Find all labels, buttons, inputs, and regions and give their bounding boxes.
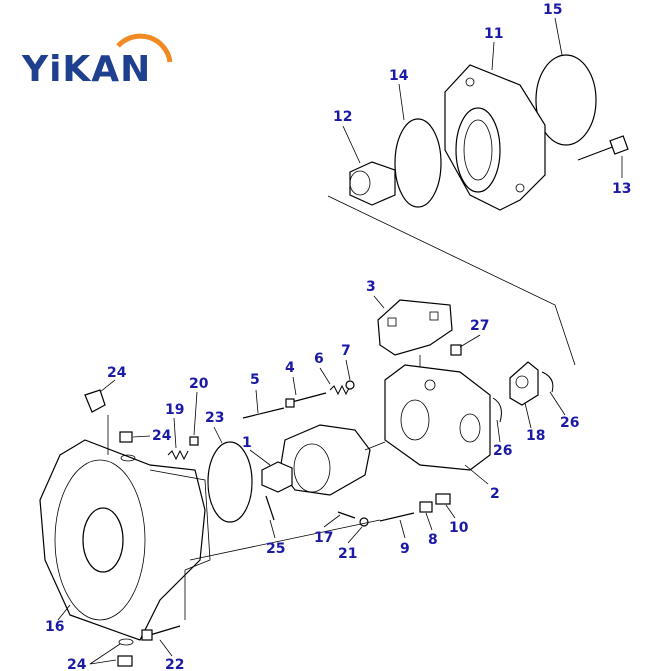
callout-24-mid: 24 — [152, 428, 172, 444]
part-24-plug-b — [119, 431, 133, 443]
callouts: 1 2 3 4 5 6 7 8 9 10 11 12 13 14 15 16 1… — [45, 2, 631, 671]
callout-5: 5 — [250, 372, 260, 388]
callout-16: 16 — [45, 619, 64, 635]
callout-3: 3 — [366, 279, 376, 295]
callout-4: 4 — [285, 360, 295, 376]
callout-6: 6 — [314, 351, 324, 367]
callout-22: 22 — [165, 657, 184, 671]
callout-2: 2 — [490, 486, 500, 502]
callout-7: 7 — [341, 343, 351, 359]
callout-9: 9 — [400, 541, 410, 557]
callout-17: 17 — [314, 530, 333, 546]
part-24-plug-c — [117, 655, 133, 667]
callout-18: 18 — [526, 428, 545, 444]
leader-lines — [57, 17, 623, 665]
callout-27: 27 — [470, 318, 489, 334]
part-2-casing — [384, 364, 491, 471]
callout-24-bottom: 24 — [67, 657, 87, 671]
callout-12: 12 — [333, 109, 352, 125]
logo-text: YiKAN — [21, 49, 151, 90]
part-1-shaft — [261, 461, 293, 493]
part-19-spring — [167, 449, 189, 461]
part-12-coupling — [349, 161, 396, 206]
callout-11: 11 — [484, 26, 503, 42]
callout-13: 13 — [612, 181, 631, 197]
callout-1: 1 — [242, 435, 252, 451]
part-3-valve — [377, 299, 453, 356]
part-27-plug — [450, 344, 462, 356]
part-26-snap-ring-b — [541, 371, 554, 393]
part-22-bolt — [149, 625, 181, 636]
callout-15: 15 — [543, 2, 562, 18]
part-21-screw — [359, 517, 369, 527]
callout-21: 21 — [338, 546, 357, 562]
part-23-gasket — [207, 441, 253, 523]
callout-26-right: 26 — [560, 415, 579, 431]
part-26-snap-ring-a — [492, 397, 502, 423]
callout-14: 14 — [389, 68, 409, 84]
part-25-dowel — [265, 495, 275, 521]
part-15-o-ring — [535, 54, 597, 146]
callout-23: 23 — [205, 410, 224, 426]
logo-arc — [116, 33, 173, 63]
part-6-spring — [329, 384, 351, 396]
part-7-seat — [345, 380, 355, 390]
part-11-bore — [455, 107, 501, 193]
part-13-bolt — [609, 135, 629, 155]
callout-25: 25 — [266, 541, 285, 557]
part-18-cover — [509, 361, 539, 406]
callout-8: 8 — [428, 532, 438, 548]
part-24-plug-a — [84, 389, 106, 413]
part-8-piston — [419, 501, 433, 513]
callout-20: 20 — [189, 376, 209, 392]
callout-26-left: 26 — [493, 443, 512, 459]
top-assembly — [327, 54, 629, 366]
part-10-stopper — [435, 493, 451, 505]
part-17-pin — [337, 511, 356, 519]
callout-19: 19 — [165, 402, 184, 418]
left-assembly — [39, 389, 381, 667]
part-9-rod — [379, 512, 415, 522]
middle-assembly — [242, 299, 554, 527]
part-14-o-ring — [394, 118, 442, 208]
part-20-plug — [189, 436, 199, 446]
yikan-logo: YiKAN — [21, 33, 173, 90]
callout-10: 10 — [449, 520, 469, 536]
callout-24-top: 24 — [107, 365, 127, 381]
part-5-pin — [242, 407, 285, 419]
